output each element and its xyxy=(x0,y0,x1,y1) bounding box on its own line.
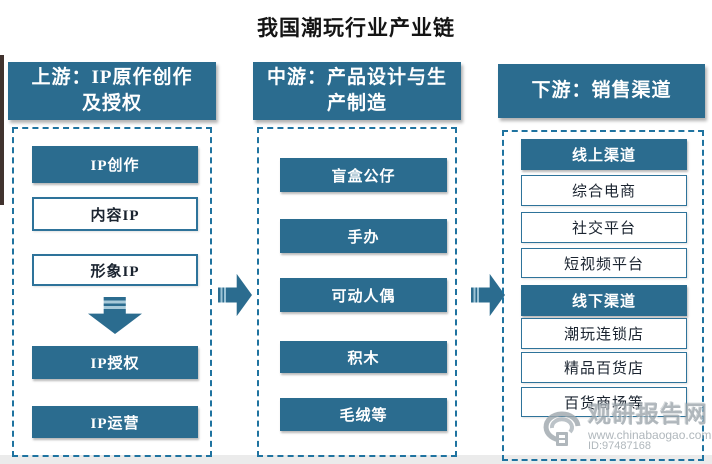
node-short-video: 短视频平台 xyxy=(521,248,687,278)
node-toy-chain-store: 潮玩连锁店 xyxy=(521,318,687,349)
node-building-blocks: 积木 xyxy=(280,341,447,373)
right-arrow-icon xyxy=(218,273,252,317)
diagram-title: 我国潮玩行业产业链 xyxy=(257,16,455,40)
node-plush: 毛绒等 xyxy=(280,398,447,431)
node-department-store: 百货商场等 xyxy=(521,387,687,417)
node-boutique-store: 精品百货店 xyxy=(521,352,687,383)
right-arrow-icon xyxy=(471,273,505,317)
downstream-header: 下游：销售渠道 xyxy=(498,64,705,118)
node-ip-licensing: IP授权 xyxy=(32,346,198,379)
node-offline-channels: 线下渠道 xyxy=(521,285,687,316)
upstream-header: 上游：IP原作创作 及授权 xyxy=(8,62,216,120)
node-ip-operation: IP运营 xyxy=(32,406,198,438)
node-figure-ip: 形象IP xyxy=(32,254,198,286)
upstream-panel xyxy=(12,127,212,457)
node-blind-box: 盲盒公仔 xyxy=(280,158,447,192)
node-garage-kit: 手办 xyxy=(280,219,447,253)
node-social-platform: 社交平台 xyxy=(521,212,687,243)
node-content-ip: 内容IP xyxy=(32,197,198,231)
midstream-header: 中游：产品设计与生 产制造 xyxy=(253,62,461,120)
node-action-figure: 可动人偶 xyxy=(280,278,447,312)
bottom-gray-band xyxy=(0,455,712,464)
node-ip-creation: IP创作 xyxy=(32,146,198,183)
left-edge-artifact xyxy=(0,55,4,205)
midstream-panel xyxy=(257,127,457,457)
node-ecommerce: 综合电商 xyxy=(521,175,687,206)
node-online-channels: 线上渠道 xyxy=(521,139,687,170)
downstream-panel xyxy=(502,130,704,461)
